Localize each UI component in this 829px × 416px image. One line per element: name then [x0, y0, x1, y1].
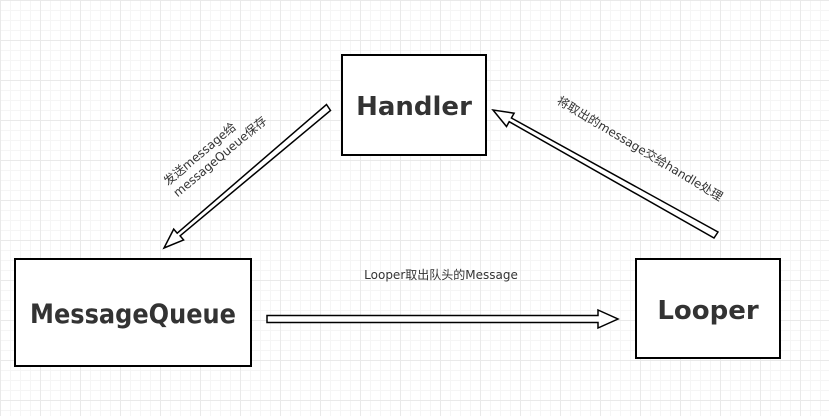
- message-queue-box: [14, 258, 252, 367]
- fetch-arrow[interactable]: [266, 308, 620, 330]
- message-queue-node[interactable]: MessageQueue: [14, 258, 252, 367]
- looper-label: Looper: [657, 296, 759, 326]
- dispatch-arrow[interactable]: [491, 108, 720, 239]
- looper-node[interactable]: Looper: [635, 258, 781, 359]
- handler-node[interactable]: Handler: [341, 54, 487, 156]
- message-queue-label: MessageQueue: [30, 299, 236, 330]
- looper-box: [635, 258, 781, 359]
- send-arrow[interactable]: [162, 103, 332, 250]
- dispatch-label: 将取出的message交给handle处理: [554, 93, 725, 204]
- fetch-label: Looper取出队头的Message: [364, 267, 518, 282]
- handler-box: [341, 54, 487, 156]
- handler-label: Handler: [356, 92, 472, 122]
- send-label: 发送message给 messageQueue保存: [160, 101, 269, 199]
